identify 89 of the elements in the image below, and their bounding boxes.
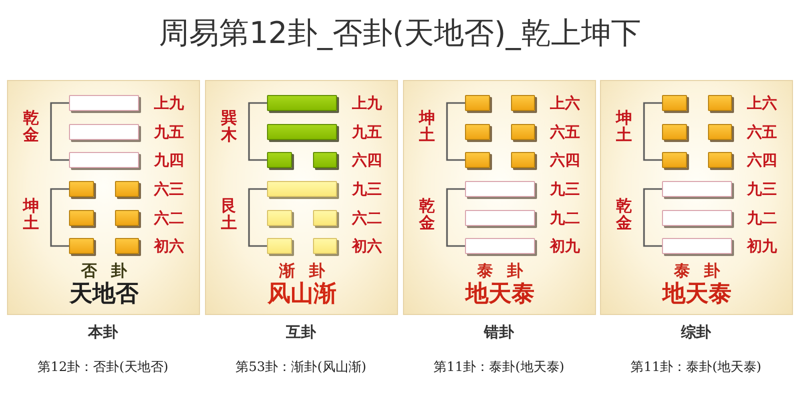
panel-caption: 错卦 <box>484 323 514 342</box>
half-bar <box>313 152 337 168</box>
line-label: 上九 <box>154 94 184 112</box>
trigram-label: 坤土 <box>616 109 633 143</box>
half-bar <box>708 95 732 111</box>
half-bar <box>313 238 337 254</box>
line-label: 初六 <box>352 237 382 255</box>
panel-caption: 本卦 <box>88 323 118 342</box>
line-label: 九五 <box>352 123 382 141</box>
half-bar <box>267 152 292 168</box>
half-bar <box>465 152 490 168</box>
hexagram-panel <box>205 80 398 315</box>
half-bar <box>465 95 490 111</box>
hexagram-name: 否 卦 <box>80 261 128 280</box>
line-label: 九二 <box>747 209 777 227</box>
line-label: 九三 <box>352 180 382 198</box>
half-bar <box>662 124 687 140</box>
solid-bar <box>267 95 337 111</box>
line-label: 六二 <box>154 209 184 227</box>
half-bar <box>115 181 139 197</box>
line-label: 六四 <box>352 151 382 169</box>
solid-bar <box>69 152 139 168</box>
half-bar <box>267 210 292 226</box>
half-bar <box>511 95 535 111</box>
panel-caption: 综卦 <box>681 323 711 342</box>
hexagram-title: 天地否 <box>70 280 138 307</box>
half-bar <box>267 238 292 254</box>
line-label: 六三 <box>154 180 184 198</box>
hexagram-caption: 第11卦：泰卦(地天泰) <box>630 359 762 376</box>
half-bar <box>313 210 337 226</box>
line-label: 六四 <box>550 151 580 169</box>
panel-caption: 互卦 <box>286 323 316 342</box>
line-label: 六五 <box>550 123 580 141</box>
hexagram-caption: 第53卦：渐卦(风山渐) <box>236 359 366 376</box>
hexagram-panel <box>403 80 596 315</box>
hexagram-name: 渐 卦 <box>278 261 326 280</box>
solid-bar <box>662 210 732 226</box>
line-label: 九五 <box>154 123 184 141</box>
trigram-label: 坤土 <box>419 109 436 143</box>
solid-bar <box>465 238 535 254</box>
half-bar <box>708 124 732 140</box>
half-bar <box>511 124 535 140</box>
solid-bar <box>465 210 535 226</box>
solid-bar <box>267 124 337 140</box>
half-bar <box>708 152 732 168</box>
trigram-label: 乾金 <box>616 197 633 231</box>
solid-bar <box>69 95 139 111</box>
hexagram-caption: 第11卦：泰卦(地天泰) <box>434 359 564 376</box>
trigram-label: 巽木 <box>221 109 238 143</box>
line-label: 九四 <box>154 151 184 169</box>
trigram-label: 乾金 <box>23 109 40 143</box>
line-label: 上六 <box>550 94 580 112</box>
half-bar <box>662 95 687 111</box>
solid-bar <box>662 238 732 254</box>
line-label: 初九 <box>550 237 580 255</box>
line-label: 上九 <box>352 94 382 112</box>
line-label: 六四 <box>747 151 777 169</box>
trigram-label: 坤土 <box>23 197 40 231</box>
trigram-label: 乾金 <box>419 197 436 231</box>
half-bar <box>662 152 687 168</box>
line-label: 六二 <box>352 209 382 227</box>
solid-bar <box>465 181 535 197</box>
hexagram-title: 风山渐 <box>268 280 336 307</box>
half-bar <box>69 210 94 226</box>
half-bar <box>511 152 535 168</box>
line-label: 初九 <box>747 237 777 255</box>
solid-bar <box>69 124 139 140</box>
half-bar <box>69 181 94 197</box>
hexagram-title: 地天泰 <box>466 280 534 307</box>
half-bar <box>465 124 490 140</box>
page-title: 周易第12卦_否卦(天地否)_乾上坤下 <box>159 16 641 52</box>
hexagram-panel <box>7 80 200 315</box>
solid-bar <box>267 181 337 197</box>
line-label: 初六 <box>154 237 184 255</box>
hexagram-name: 泰 卦 <box>674 261 720 280</box>
solid-bar <box>662 181 732 197</box>
line-label: 上六 <box>747 94 777 112</box>
half-bar <box>115 210 139 226</box>
line-label: 六五 <box>747 123 777 141</box>
line-label: 九二 <box>550 209 580 227</box>
half-bar <box>115 238 139 254</box>
line-label: 九三 <box>550 180 580 198</box>
hexagram-caption: 第12卦：否卦(天地否) <box>38 359 168 376</box>
hexagram-title: 地天泰 <box>662 280 732 307</box>
line-label: 九三 <box>747 180 777 198</box>
half-bar <box>69 238 94 254</box>
hexagram-panel <box>600 80 793 315</box>
trigram-label: 艮土 <box>221 197 238 231</box>
hexagram-name: 泰 卦 <box>476 261 524 280</box>
